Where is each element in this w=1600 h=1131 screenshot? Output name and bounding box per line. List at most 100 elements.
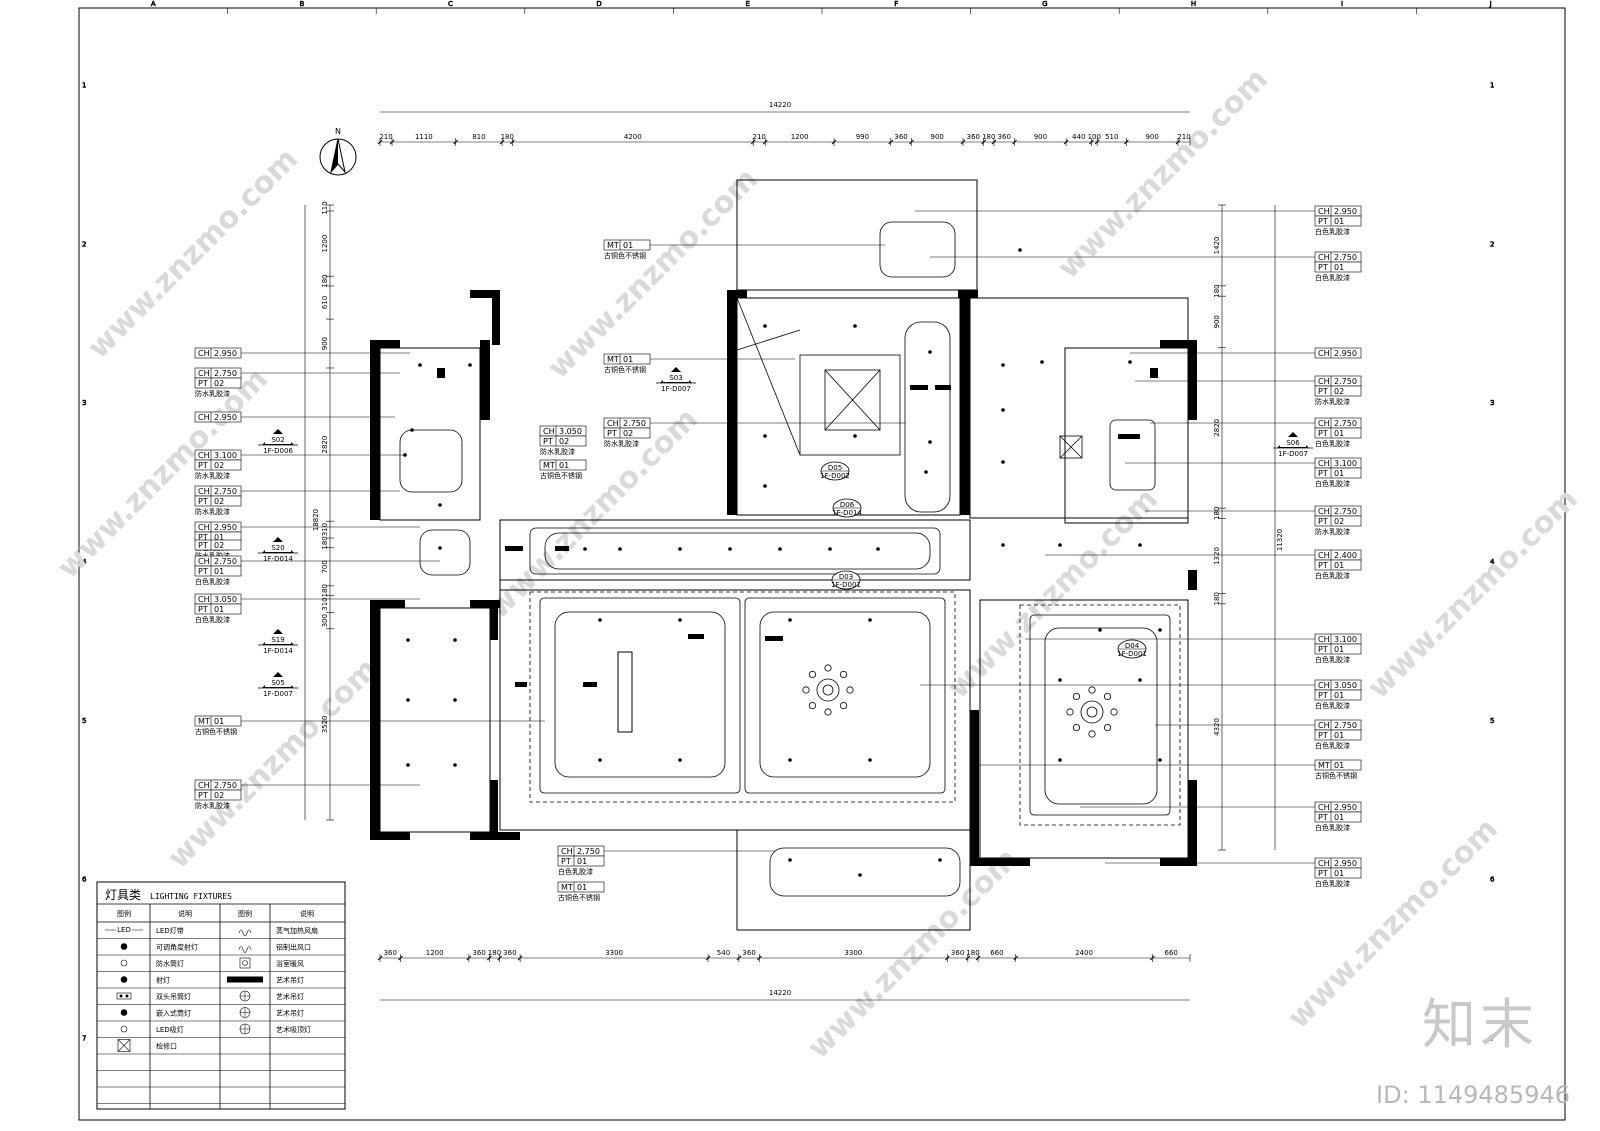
tag-value: 01 [214,567,224,576]
downlight [788,618,792,622]
grid-number: 4 [1490,558,1495,566]
downlight [778,547,782,551]
downlight [1158,758,1162,762]
downlight [406,763,410,767]
legend-item-desc: 蒸气加热风扇 [276,926,318,935]
tag-code: CH [561,847,573,856]
tag-code: CH [198,451,210,460]
legend-icon [239,1023,251,1035]
pendant-lights [802,664,1118,738]
detail-id: D04 [1125,642,1140,650]
section-id: S19 [271,636,284,644]
detail-ref: 1F-D001 [1117,650,1147,658]
dim-label: 810 [472,133,485,141]
dim-label: 660 [990,949,1003,957]
tag-code: CH [607,419,619,428]
dim-label: 1320 [1213,547,1221,565]
tag-note: 白色乳胶漆 [1315,701,1350,710]
tag-value: 2.950 [214,523,237,532]
dim-label: 540 [717,949,730,957]
downlight [853,324,857,328]
tag-code: MT [561,883,573,892]
downlight-fixtures [403,248,1162,877]
downlight [1128,360,1132,364]
tag-value: 02 [214,541,224,550]
downlight [763,324,767,328]
tag-value: 02 [214,379,224,388]
legend-col-desc-1: 说明 [178,909,192,918]
tag-note: 古铜色不锈钢 [558,893,600,902]
downlight [453,763,457,767]
dim-label: 360 [742,949,755,957]
tag-value: 01 [1334,217,1344,226]
dim-label: 360 [384,949,397,957]
detail-id: D06 [840,501,855,509]
tag-value: 01 [1334,561,1344,570]
legend-item-desc: 铝制出风口 [276,943,311,952]
watermark-text: www.znzmo.com [1051,62,1275,286]
tag-code: PT [1318,469,1328,478]
downlight [1040,360,1044,364]
dim-label: 1420 [1213,237,1221,255]
downlight [618,547,622,551]
downlight [598,618,602,622]
tag-note: 白色乳胶漆 [1315,479,1350,488]
dim-label: 360 [894,133,907,141]
section-id: S20 [271,544,284,552]
tag-note: 防水乳胶漆 [195,801,230,810]
tag-note: 防水乳胶漆 [604,439,639,448]
tag-code: CH [1318,253,1330,262]
tag-value: 01 [559,461,569,470]
legend-title-en: LIGHTING FIXTURES [150,892,232,901]
dim-label: 3300 [844,949,862,957]
tag-value: 01 [1334,731,1344,740]
dim-label: 360 [503,949,516,957]
dim-label: 4320 [1213,718,1221,736]
downlight [788,758,792,762]
tag-code: PT [1318,645,1328,654]
legend-item-desc: 浴室暖风 [276,959,304,968]
dim-label: 990 [856,133,869,141]
legend-item-desc: 防水筒灯 [156,959,184,968]
dim-label: 210 [753,133,766,141]
grid-letter: J [1489,0,1492,8]
tag-code: CH [1318,349,1330,358]
tag-value: 01 [1334,429,1344,438]
detail-ref: 1F-D002 [820,472,850,480]
legend-item-desc: 艺术吊灯 [276,992,304,1001]
tag-code: CH [1318,551,1330,560]
dim-label: 360 [472,949,485,957]
chandelier-symbol [802,664,854,716]
tag-code: CH [543,427,555,436]
dim-label: 700 [321,560,329,573]
tag-value: 2.750 [1334,377,1357,386]
tag-note: 古铜色不锈钢 [540,471,582,480]
tag-value: 2.950 [214,413,237,422]
tag-value: 2.750 [214,781,237,790]
tag-code: PT [1318,691,1328,700]
dim-label: 180 [982,133,995,141]
tag-value: 01 [214,533,224,542]
tag-value: 2.950 [214,349,237,358]
tag-note: 白色乳胶漆 [1315,879,1350,888]
tag-code: CH [1318,419,1330,428]
downlight [876,547,880,551]
grid-number: 6 [1490,876,1495,884]
legend-icon [238,929,252,937]
building-walls [370,290,1197,866]
legend-icon [120,959,128,967]
dim-label: 900 [1145,133,1158,141]
downlight [828,547,832,551]
tag-value: 2.750 [1334,419,1357,428]
detail-id: D03 [839,573,853,581]
dim-label: 2820 [1213,419,1221,437]
tag-value: 01 [1334,263,1344,272]
legend-item-desc: 双头吊筒灯 [156,992,191,1001]
